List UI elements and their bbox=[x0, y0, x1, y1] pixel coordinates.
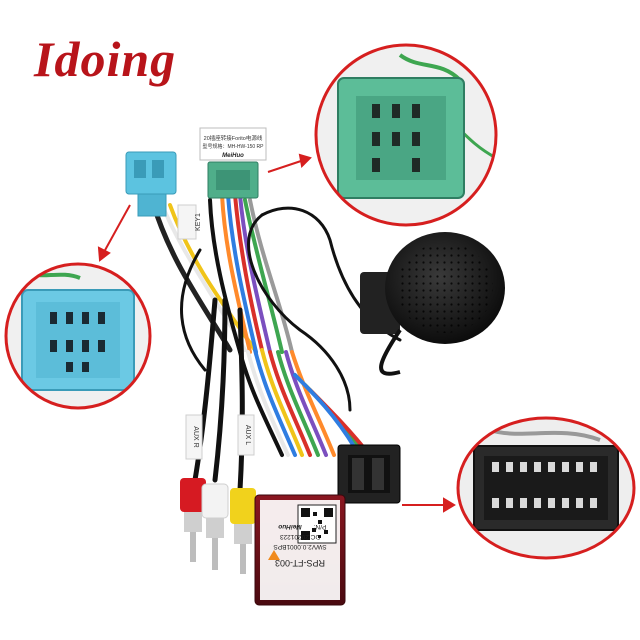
arrow-black-head bbox=[443, 497, 456, 513]
speaker-mic bbox=[360, 232, 505, 376]
module-pn: P/N: bbox=[313, 523, 326, 530]
callout-arrows bbox=[97, 153, 456, 513]
aux-tag: AUX R AUX L bbox=[185, 414, 255, 460]
aux-tag-label: AUX R bbox=[192, 426, 199, 447]
black-16pin-connector bbox=[337, 444, 401, 504]
module-model: RPS-FT-003 bbox=[275, 558, 325, 568]
rca-red-plug bbox=[180, 478, 206, 562]
module-sw: SWV2.0.0001BPS bbox=[273, 543, 327, 550]
rca-yellow-plug bbox=[230, 488, 256, 574]
rca-white-plug bbox=[201, 483, 229, 570]
arrow-green-head bbox=[298, 153, 312, 169]
blue-connector bbox=[125, 151, 177, 217]
arrow-blue-head bbox=[97, 246, 111, 262]
module-brand: MeiHuo bbox=[278, 523, 302, 530]
callout-green-zoom bbox=[314, 43, 498, 227]
brand-logo-icon bbox=[268, 550, 280, 560]
green-connector: 20插座转接Forito电源线 型号规格：MH-HW-150 RP MeiHuo bbox=[199, 127, 267, 199]
arrow-blue bbox=[103, 204, 131, 253]
brand-watermark: Idoing bbox=[34, 31, 177, 87]
callout-blue-zoom bbox=[4, 262, 152, 410]
callout-black-zoom bbox=[456, 416, 636, 560]
green-tag-brand: MeiHuo bbox=[222, 153, 244, 159]
control-module: RPS-FT-003 SWV2.0.0001BPS DC:20201223 P/… bbox=[254, 494, 346, 606]
module-dc: DC:20201223 bbox=[280, 533, 320, 540]
arrow-green bbox=[267, 159, 305, 173]
green-tag-line1: 20插座转接Forito电源线 bbox=[204, 134, 263, 142]
aux-tag2-label: AUX L bbox=[244, 425, 251, 445]
green-tag-line2: 型号规格：MH-HW-150 RP bbox=[202, 143, 264, 150]
key-tag: KEY1 bbox=[177, 204, 202, 240]
key-tag-label: KEY1 bbox=[195, 213, 202, 231]
